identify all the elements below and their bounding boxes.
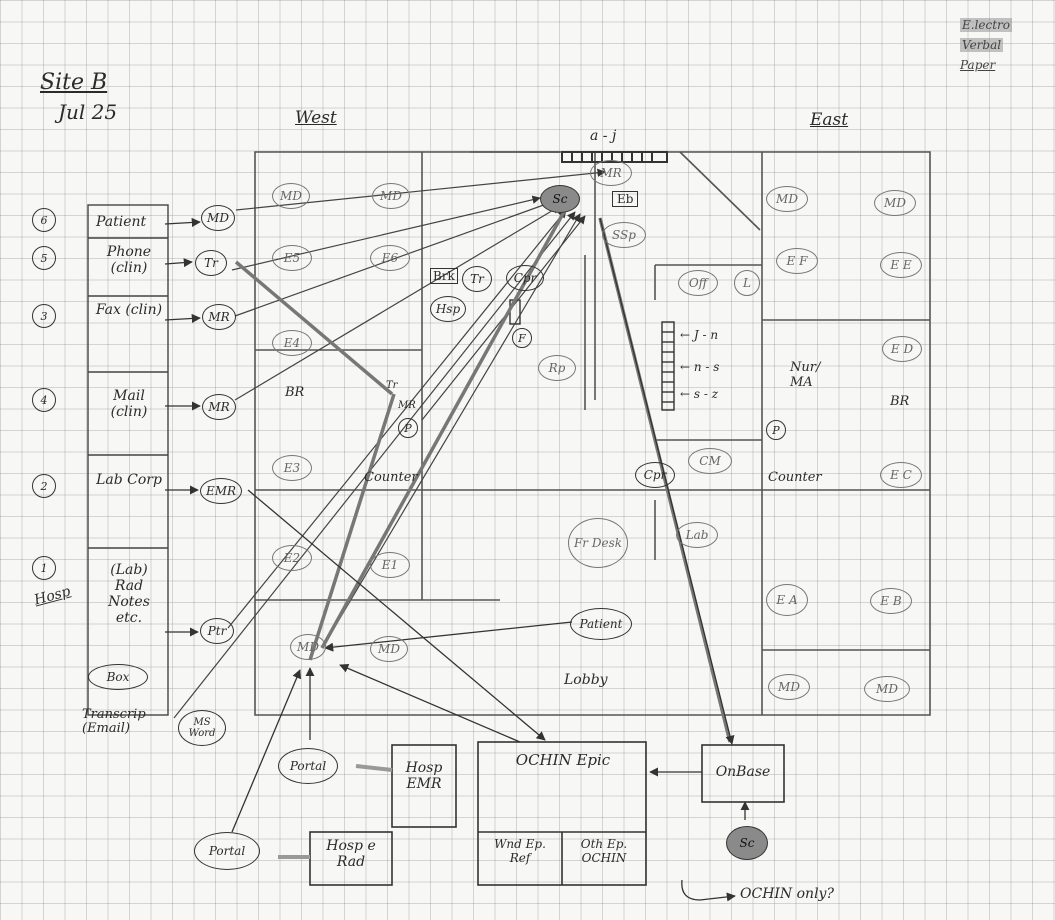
footnote-arrow bbox=[682, 880, 735, 900]
room-md: MD bbox=[290, 634, 326, 660]
footnote-label: OCHIN only? bbox=[740, 886, 834, 902]
p-node: P bbox=[398, 418, 418, 438]
west-label: West bbox=[295, 108, 337, 128]
room-ed: E D bbox=[882, 336, 922, 362]
source-number: 3 bbox=[32, 304, 56, 328]
nurse-ma-label: Nur/ MA bbox=[790, 360, 830, 390]
patient-node: Patient bbox=[570, 608, 632, 640]
room-md: MD bbox=[272, 183, 310, 209]
tr-node: Tr bbox=[195, 250, 227, 276]
onbase-label: OnBase bbox=[706, 764, 780, 780]
eb-box: Eb bbox=[612, 191, 638, 207]
record-shelf bbox=[510, 300, 674, 410]
east-label: East bbox=[810, 110, 848, 130]
room-ec: E C bbox=[880, 462, 922, 488]
room-md: MD bbox=[372, 183, 410, 209]
off-node: Off bbox=[678, 270, 718, 296]
source-column bbox=[88, 205, 168, 715]
ssp-node: SSp bbox=[602, 222, 646, 248]
source-mail: Mail (clin) bbox=[94, 388, 164, 420]
wnd-ep-label: Wnd Ep. Ref bbox=[482, 838, 558, 866]
lobby-label: Lobby bbox=[564, 672, 608, 688]
front-desk-node: Fr Desk bbox=[568, 518, 628, 568]
return-arrows bbox=[232, 218, 745, 832]
shelf-label: ← n - s bbox=[680, 360, 719, 374]
md-node: MD bbox=[201, 205, 235, 231]
lab-node: Lab bbox=[676, 522, 718, 548]
transcrip-label: Transcrip (Email) bbox=[82, 708, 152, 737]
tr-node: Tr bbox=[462, 266, 492, 292]
room-md: MD bbox=[874, 190, 916, 216]
room-e5: E5 bbox=[272, 245, 312, 271]
mr-node: MR bbox=[202, 304, 236, 330]
cpr-node: Cpr bbox=[635, 462, 675, 488]
portal-node: Portal bbox=[278, 748, 338, 784]
sc-node: Sc bbox=[726, 826, 768, 860]
room-ef: E F bbox=[776, 248, 818, 274]
hsp-node: Hsp bbox=[430, 296, 466, 322]
source-lab-corp: Lab Corp bbox=[94, 472, 164, 488]
f-node: F bbox=[512, 328, 532, 348]
source-patient: Patient bbox=[96, 214, 146, 230]
shelf-label: ← J - n bbox=[680, 328, 718, 342]
sc-node: Sc bbox=[540, 185, 580, 213]
p-node: P bbox=[766, 420, 786, 440]
oth-ep-label: Oth Ep. OCHIN bbox=[566, 838, 642, 866]
top-range-label: a - j bbox=[590, 128, 616, 144]
legend-electronic: E.lectro bbox=[960, 18, 1012, 32]
room-e1: E1 bbox=[370, 552, 410, 578]
cm-node: CM bbox=[688, 448, 732, 474]
room-e2: E2 bbox=[272, 545, 312, 571]
mr-label: MR bbox=[398, 400, 416, 411]
date-label: Jul 25 bbox=[58, 100, 117, 124]
emr-node: EMR bbox=[200, 478, 242, 504]
source-number: 2 bbox=[32, 474, 56, 498]
room-br: BR bbox=[890, 394, 909, 409]
shelf-label: ← s - z bbox=[680, 387, 718, 401]
source-lab-rad-notes: (Lab) Rad Notes etc. bbox=[94, 562, 164, 626]
l-node: L bbox=[734, 270, 760, 296]
room-e4: E4 bbox=[272, 330, 312, 356]
source-fax: Fax (clin) bbox=[94, 302, 164, 318]
portal-node: Portal bbox=[194, 832, 260, 870]
room-e6: E6 bbox=[370, 245, 410, 271]
box-node: Box bbox=[88, 664, 148, 690]
rp-node: Rp bbox=[538, 355, 576, 381]
brk-box: Brk bbox=[430, 268, 458, 284]
tr-label: Tr bbox=[386, 380, 397, 391]
ochin-epic-label: OCHIN Epic bbox=[508, 752, 618, 769]
legend-paper: Paper bbox=[960, 58, 995, 72]
source-phone: Phone (clin) bbox=[94, 244, 164, 276]
room-md: MD bbox=[768, 674, 810, 700]
room-md: MD bbox=[766, 186, 808, 212]
room-br: BR bbox=[285, 385, 304, 400]
mr-room: MR bbox=[590, 160, 632, 186]
room-e3: E3 bbox=[272, 455, 312, 481]
source-arrows bbox=[165, 222, 200, 632]
source-number: 6 bbox=[32, 208, 56, 232]
source-number: 4 bbox=[32, 388, 56, 412]
hosp-emr-label: Hosp EMR bbox=[396, 760, 452, 792]
legend-verbal: Verbal bbox=[960, 38, 1003, 52]
counter-label: Counter bbox=[364, 470, 418, 485]
ms-word-node: MS Word bbox=[178, 710, 226, 746]
hosp-rad-label: Hosp e Rad bbox=[318, 838, 384, 870]
ptr-node: Ptr bbox=[200, 618, 234, 644]
room-md: MD bbox=[370, 636, 408, 662]
room-ee: E E bbox=[880, 252, 922, 278]
counter-label: Counter bbox=[768, 470, 822, 485]
mr-node: MR bbox=[202, 394, 236, 420]
room-ea: E A bbox=[766, 584, 808, 616]
source-number: 1 bbox=[32, 556, 56, 580]
room-eb: E B bbox=[870, 588, 912, 614]
site-label: Site B bbox=[40, 70, 107, 95]
cpr-node: Cpr bbox=[506, 265, 544, 291]
source-number: 5 bbox=[32, 246, 56, 270]
room-md: MD bbox=[864, 676, 910, 702]
